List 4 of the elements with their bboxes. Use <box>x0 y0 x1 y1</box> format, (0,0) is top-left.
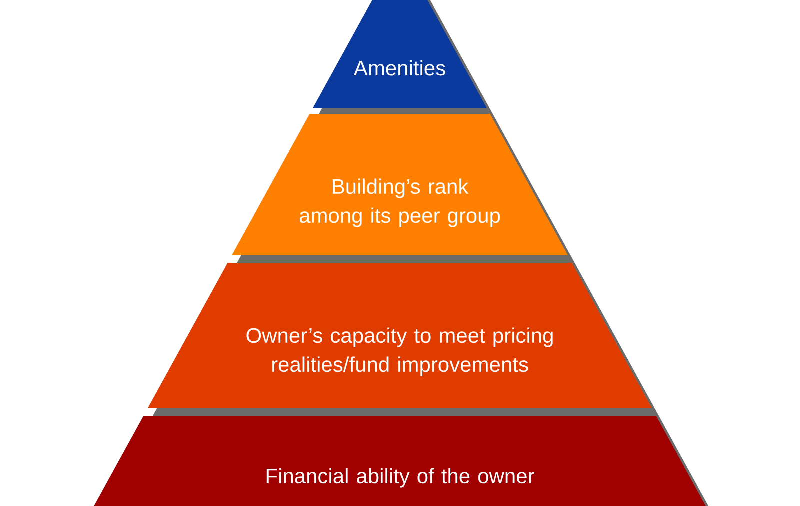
pyramid-layer: Building’s rank among its peer group <box>232 114 568 255</box>
pyramid-layer: Amenities <box>313 0 487 108</box>
pyramid-layer: Owner’s capacity to meet pricing realities/fund improvements <box>148 263 652 408</box>
pyramid-layer: Financial ability of the owner <box>64 416 736 506</box>
